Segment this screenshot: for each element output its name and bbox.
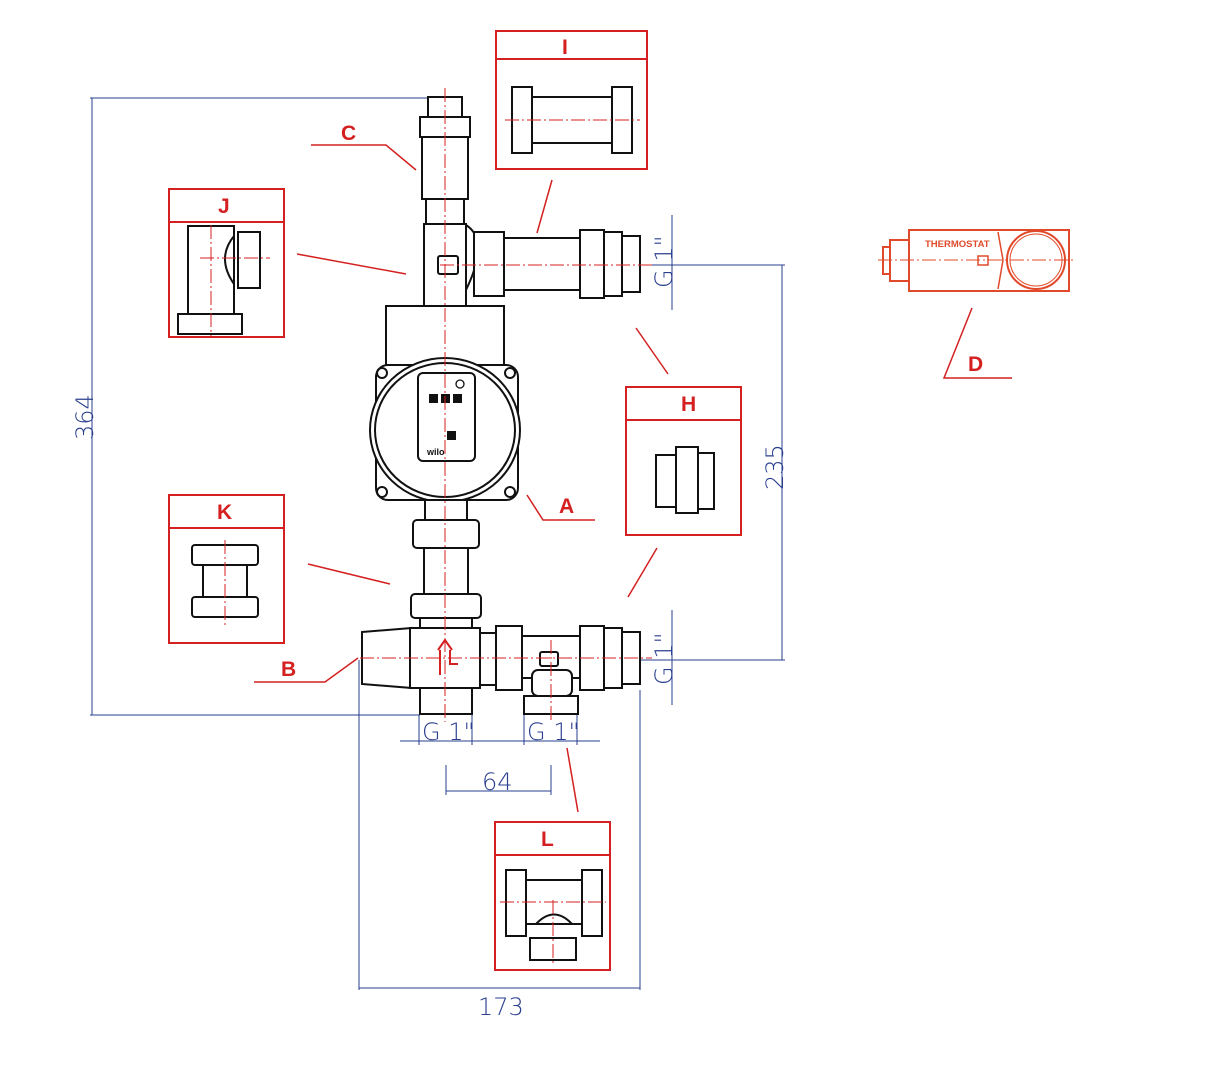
svg-text:J: J: [218, 195, 230, 218]
thread-dims: G 1" G 1" G 1" G 1": [400, 215, 678, 746]
detail-box-l: L: [494, 747, 611, 971]
svg-text:C: C: [341, 122, 356, 145]
svg-text:G 1": G 1": [527, 718, 580, 746]
callout-a: A: [526, 494, 595, 521]
svg-text:wilo: wilo: [426, 447, 445, 457]
callout-b: B: [254, 657, 359, 683]
dimension-364: 364: [71, 97, 445, 716]
dimension-173: 173: [358, 660, 641, 1021]
detail-box-k: K: [168, 494, 391, 644]
dimension-64: 64: [445, 765, 552, 796]
dimension-235: 235: [640, 264, 789, 661]
svg-text:L: L: [541, 828, 554, 851]
svg-text:B: B: [281, 658, 296, 681]
svg-text:THERMOSTAT: THERMOSTAT: [925, 239, 990, 250]
svg-text:D: D: [968, 353, 983, 376]
svg-text:H: H: [681, 393, 696, 416]
svg-text:64: 64: [482, 768, 513, 796]
svg-text:G 1": G 1": [422, 718, 475, 746]
svg-text:A: A: [559, 495, 574, 518]
svg-text:364: 364: [71, 394, 99, 440]
top-outlet: [437, 223, 641, 299]
svg-text:I: I: [562, 36, 568, 59]
thermostat: THERMOSTAT: [878, 229, 1075, 292]
svg-text:235: 235: [761, 444, 789, 490]
detail-box-j: J: [168, 188, 407, 338]
callout-d: D: [942, 307, 1012, 379]
centerlines: [360, 88, 652, 722]
svg-text:G 1": G 1": [650, 632, 678, 685]
detail-box-i: I: [495, 30, 648, 234]
svg-text:173: 173: [478, 993, 524, 1021]
detail-box-h: H: [625, 327, 742, 598]
svg-text:G 1": G 1": [650, 235, 678, 288]
svg-text:K: K: [217, 501, 232, 524]
pipe-union-k: [410, 519, 482, 631]
mixing-valve: [361, 625, 641, 715]
callout-c: C: [311, 122, 417, 171]
